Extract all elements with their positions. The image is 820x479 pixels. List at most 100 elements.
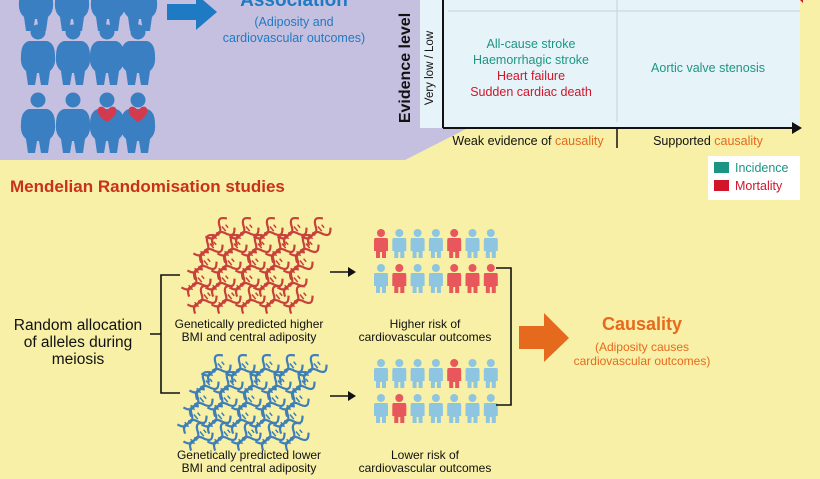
legend-label-incidence: Incidence <box>735 161 789 175</box>
y-axis-sublabel: Very low / Low <box>424 30 436 105</box>
dna-helix-icon <box>279 248 317 284</box>
random-allocation-line3: meiosis <box>52 351 105 368</box>
dna-helix-icon <box>261 231 299 267</box>
person-icon <box>392 359 407 388</box>
dna-helix-icon <box>177 265 215 301</box>
x-label-weak: Weak evidence of causality <box>452 134 604 148</box>
association-subtitle-line2: cardiovascular outcomes) <box>223 31 365 45</box>
random-allocation-text: Random allocation of alleles during meio… <box>14 317 142 368</box>
person-icon <box>447 359 462 388</box>
lower-genes-label-line1: Genetically predicted lower <box>177 448 321 462</box>
person-icon <box>428 264 443 293</box>
higher-risk-label-line1: Higher risk of <box>390 317 461 331</box>
x-label-supported-prefix: Supported <box>653 134 714 148</box>
association-subtitle-line1: (Adiposity and <box>254 15 333 29</box>
lower-risk-label-line2: cardiovascular outcomes <box>359 461 492 475</box>
arrow-right-icon <box>348 391 356 401</box>
person-icon <box>374 229 388 258</box>
dna-helix-icon <box>281 368 319 404</box>
person-icon <box>447 394 462 423</box>
outcome-label: Sudden cardiac death <box>470 85 592 99</box>
person-icon <box>374 264 388 293</box>
person-icon <box>465 229 480 258</box>
outcome-label: Aortic valve stenosis <box>651 61 765 75</box>
dna-helix-icon <box>213 231 251 267</box>
person-icon <box>465 394 480 423</box>
dna-helix-icon <box>183 248 221 284</box>
dna-helix-icon <box>249 265 287 301</box>
person-icon <box>483 229 498 258</box>
person-icon <box>392 264 407 293</box>
higher-genes-label-line1: Genetically predicted higher <box>175 317 324 331</box>
dna-helix-icon <box>207 248 245 284</box>
risk-bracket <box>496 267 512 406</box>
dna-helix-icon <box>255 248 293 284</box>
random-allocation-line1: Random allocation <box>14 317 142 334</box>
dna-helix-icon <box>257 368 295 404</box>
dna-helix-icon <box>245 402 283 438</box>
evidence-chart-panel <box>420 0 800 128</box>
person-icon <box>465 264 480 293</box>
x-label-weak-prefix: Weak evidence of <box>452 134 555 148</box>
person-icon <box>483 394 498 423</box>
dna-helix-icon <box>251 385 289 421</box>
legend: Incidence Mortality <box>708 156 800 200</box>
person-icon <box>410 264 425 293</box>
dna-helix-icon <box>225 265 263 301</box>
allocation-bracket <box>150 274 180 394</box>
lower-genes-label-line2: BMI and central adiposity <box>182 461 317 475</box>
arrow-right-icon <box>348 267 356 277</box>
association-title: Association <box>240 0 348 11</box>
causality-subtitle-line2: cardiovascular outcomes) <box>574 354 711 368</box>
dna-helix-icon <box>173 402 211 438</box>
causality-subtitle-line1: (Adiposity causes <box>595 340 689 354</box>
heart-icon <box>128 106 148 122</box>
dna-helix-icon <box>285 231 323 267</box>
higher-risk-people-group <box>374 229 498 293</box>
supported-outcomes-list: Aortic valve stenosis <box>651 61 765 75</box>
person-icon <box>392 394 407 423</box>
person-icon <box>410 394 425 423</box>
person-icon <box>410 359 425 388</box>
x-label-supported: Supported causality <box>653 134 764 148</box>
higher-gene-helix-cluster <box>177 214 335 318</box>
dna-helix-icon <box>201 265 239 301</box>
outcome-label: Heart failure <box>497 69 565 83</box>
dna-helix-icon <box>179 385 217 421</box>
causality-title: Causality <box>602 314 682 334</box>
person-icon <box>483 359 498 388</box>
person-icon <box>410 229 425 258</box>
dna-helix-icon <box>189 231 227 267</box>
higher-risk-label-line2: cardiovascular outcomes <box>359 330 492 344</box>
x-label-weak-keyword: causality <box>555 134 604 148</box>
dna-helix-icon <box>273 265 311 301</box>
dna-helix-icon <box>237 231 275 267</box>
evidence-chart-axes <box>442 0 794 129</box>
lower-risk-people-group <box>374 359 498 423</box>
legend-swatch-incidence <box>714 162 729 173</box>
outcome-label: Haemorrhagic stroke <box>473 53 589 67</box>
mr-section-title: Mendelian Randomisation studies <box>10 177 285 196</box>
person-icon <box>392 229 407 258</box>
person-icon <box>428 229 443 258</box>
person-icon <box>374 394 388 423</box>
dna-helix-icon <box>275 385 313 421</box>
dna-helix-icon <box>231 248 269 284</box>
partial-red-mark <box>800 0 803 3</box>
person-icon <box>465 359 480 388</box>
y-axis-title: Evidence level <box>397 13 414 123</box>
dna-helix-icon <box>233 368 271 404</box>
person-icon <box>428 394 443 423</box>
random-allocation-line2: of alleles during <box>24 334 133 351</box>
association-arrow-icon <box>167 0 217 30</box>
legend-swatch-mortality <box>714 180 729 191</box>
person-icon <box>374 359 388 388</box>
dna-helix-icon <box>203 385 241 421</box>
dna-helix-icon <box>227 385 265 421</box>
person-icon <box>428 359 443 388</box>
dna-helix-icon <box>185 368 223 404</box>
person-icon <box>483 264 498 293</box>
person-icon <box>447 264 462 293</box>
